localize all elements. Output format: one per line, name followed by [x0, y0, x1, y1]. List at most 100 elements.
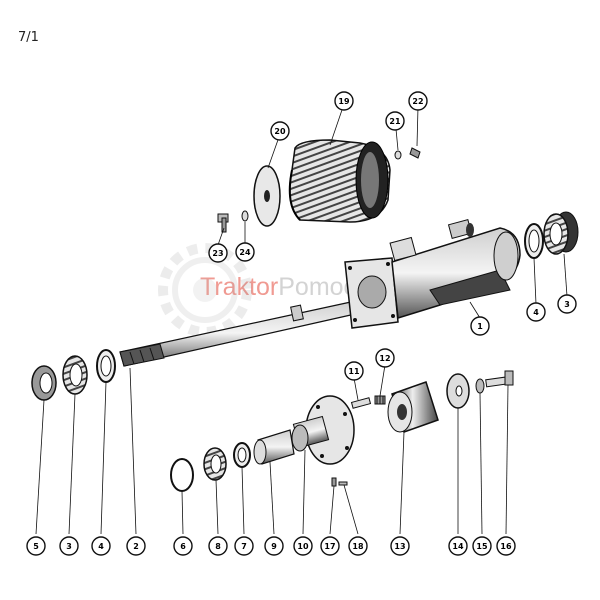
leader-lines [35, 106, 568, 535]
callout-label: 3 [66, 542, 72, 551]
part-23-bolt [217, 213, 229, 233]
callout-label: 22 [412, 97, 423, 106]
callout-c2: 2 [126, 536, 146, 556]
part-18-pin-small [338, 481, 348, 486]
part-22-screw [409, 147, 421, 159]
part-16-bolt [485, 370, 514, 388]
callout-c14: 14 [448, 536, 468, 556]
callout-circle [126, 536, 146, 556]
part-9-sleeve [253, 429, 295, 465]
callout-circle [320, 536, 340, 556]
callout-label: 3 [564, 300, 570, 309]
callout-label: 20 [274, 127, 286, 136]
callout-label: 21 [389, 117, 401, 126]
callout-circle [408, 91, 428, 111]
gear-watermark-icon [158, 243, 252, 337]
callout-circle [59, 536, 79, 556]
part-12-spring [374, 395, 386, 405]
part-7-ring [233, 442, 251, 468]
part-13-collar [387, 381, 439, 433]
callout-c13: 13 [390, 536, 410, 556]
part-3-bearing-right [543, 211, 579, 255]
part-15-lockwasher [475, 378, 485, 394]
callout-c15: 15 [472, 536, 492, 556]
callout-circle [235, 242, 255, 262]
callout-label: 4 [98, 542, 104, 551]
part-11-pin [350, 397, 372, 409]
callout-label: 4 [533, 308, 539, 317]
callout-circle [390, 536, 410, 556]
callout-label: 14 [452, 542, 464, 551]
callout-circle [270, 121, 290, 141]
callout-label: 18 [352, 542, 364, 551]
part-6-circlip [170, 458, 194, 492]
callout-label: 2 [133, 542, 139, 551]
part-1-housing [344, 219, 521, 329]
callout-c22: 22 [408, 91, 428, 111]
part-3-bearing-left [62, 355, 88, 395]
callout-c4a: 4 [91, 536, 111, 556]
callout-circle [496, 536, 516, 556]
callout-circle [348, 536, 368, 556]
callout-c7: 7 [234, 536, 254, 556]
callout-label: 11 [348, 367, 360, 376]
callout-circle [375, 348, 395, 368]
callout-c1: 1 [470, 316, 490, 336]
callout-label: 1 [477, 322, 483, 331]
watermark-part1: Traktor [200, 273, 279, 301]
callout-label: 16 [500, 542, 512, 551]
callout-circle [208, 243, 228, 263]
callout-label: 19 [338, 97, 350, 106]
callout-c3b: 3 [557, 294, 577, 314]
callout-circle [472, 536, 492, 556]
callout-label: 9 [271, 542, 277, 551]
callout-circle [91, 536, 111, 556]
callout-c20: 20 [270, 121, 290, 141]
callout-label: 13 [394, 542, 405, 551]
callout-circle [293, 536, 313, 556]
part-4-ring-right [524, 223, 544, 259]
part-17-pin-small [331, 477, 337, 487]
callout-label: 12 [379, 354, 390, 363]
callout-circle [470, 316, 490, 336]
callout-c12: 12 [375, 348, 395, 368]
part-21-washer [394, 150, 402, 160]
callout-c8: 8 [208, 536, 228, 556]
part-5-seal-left [31, 365, 57, 401]
callout-c5: 5 [26, 536, 46, 556]
callout-circle [385, 111, 405, 131]
callout-c18: 18 [348, 536, 368, 556]
part-8-bearing [203, 447, 227, 481]
part-4-ring-left [96, 349, 116, 383]
callout-circle [526, 302, 546, 322]
callout-circle [448, 536, 468, 556]
callout-circle [234, 536, 254, 556]
callout-c16: 16 [496, 536, 516, 556]
callout-circle [344, 361, 364, 381]
callout-label: 6 [180, 542, 186, 551]
callout-label: 17 [324, 542, 335, 551]
callout-label: 8 [215, 542, 221, 551]
part-24-washer [241, 210, 249, 222]
callout-c9: 9 [264, 536, 284, 556]
callout-circle [208, 536, 228, 556]
part-20-disc [253, 165, 281, 227]
callout-c3a: 3 [59, 536, 79, 556]
page-number: 7/1 [18, 30, 39, 45]
callout-c4b: 4 [526, 302, 546, 322]
callout-label: 10 [297, 542, 309, 551]
callout-circle [173, 536, 193, 556]
callout-circle [334, 91, 354, 111]
callout-c6: 6 [173, 536, 193, 556]
callout-circle [26, 536, 46, 556]
callout-label: 24 [239, 248, 251, 257]
part-19-cone-housing [288, 139, 391, 223]
callout-c11: 11 [344, 361, 364, 381]
callout-label: 23 [212, 249, 223, 258]
callout-c19: 19 [334, 91, 354, 111]
callout-circle [264, 536, 284, 556]
callout-c23: 23 [208, 243, 228, 263]
callout-c17: 17 [320, 536, 340, 556]
